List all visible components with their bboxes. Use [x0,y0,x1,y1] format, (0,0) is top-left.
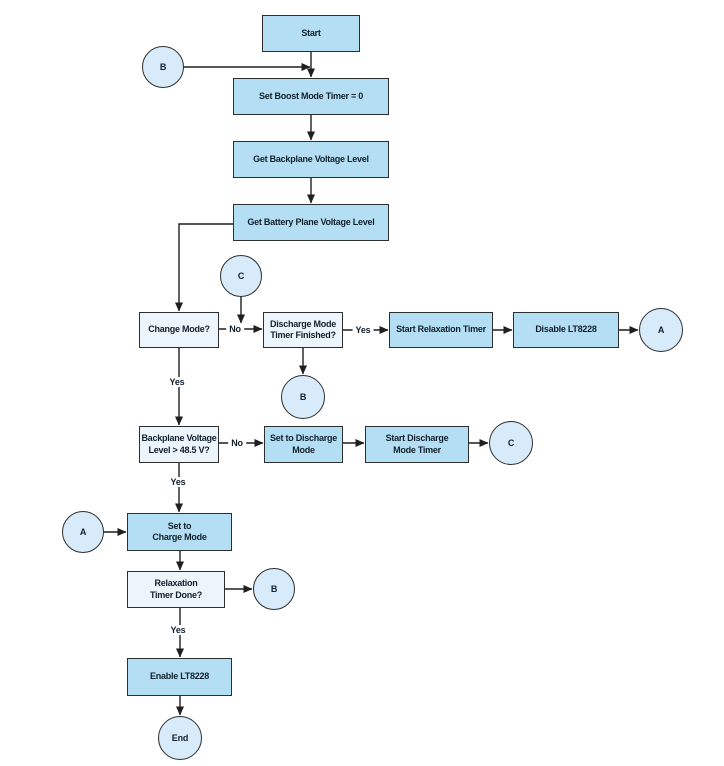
node-change-mode-decision: Change Mode? [139,312,219,348]
edge-label-relaxation-yes: Yes [167,625,189,635]
node-set-to-discharge-mode: Set to Discharge Mode [264,426,343,463]
edge-label-backplane-yes: Yes [167,477,189,487]
node-enable-lt8228: Enable LT8228 [127,658,232,696]
edge-label-backplane-no: No [228,438,246,448]
node-relaxation-timer-done-decision: Relaxation Timer Done? [127,571,225,608]
node-set-boost-mode-timer: Set Boost Mode Timer = 0 [233,78,389,115]
edge-label-change-mode-no: No [226,324,244,334]
node-start-relaxation-timer: Start Relaxation Timer [389,312,493,348]
node-get-battery-plane-voltage: Get Battery Plane Voltage Level [233,204,389,241]
connector-b-mid: B [281,375,325,419]
node-start-discharge-mode-timer: Start Discharge Mode Timer [365,426,469,463]
node-set-to-charge-mode: Set to Charge Mode [127,513,232,551]
edge-label-change-mode-yes: Yes [166,377,188,387]
connector-b-lower: B [253,568,295,610]
connector-a-left: A [62,511,104,553]
edge-label-discharge-yes: Yes [352,325,374,335]
connector-b-top: B [142,46,184,88]
connector-c-upper: C [220,255,262,297]
node-start: Start [262,15,360,52]
node-disable-lt8228: Disable LT8228 [513,312,619,348]
connector-c-right: C [489,421,533,465]
arrow-battery-to-changemode [175,223,233,312]
connector-a-right: A [639,308,683,352]
node-backplane-voltage-decision: Backplane Voltage Level > 48.5 V? [139,426,219,463]
node-get-backplane-voltage: Get Backplane Voltage Level [233,141,389,178]
connector-end: End [158,716,202,760]
node-discharge-timer-finished-decision: Discharge Mode Timer Finished? [263,312,343,348]
